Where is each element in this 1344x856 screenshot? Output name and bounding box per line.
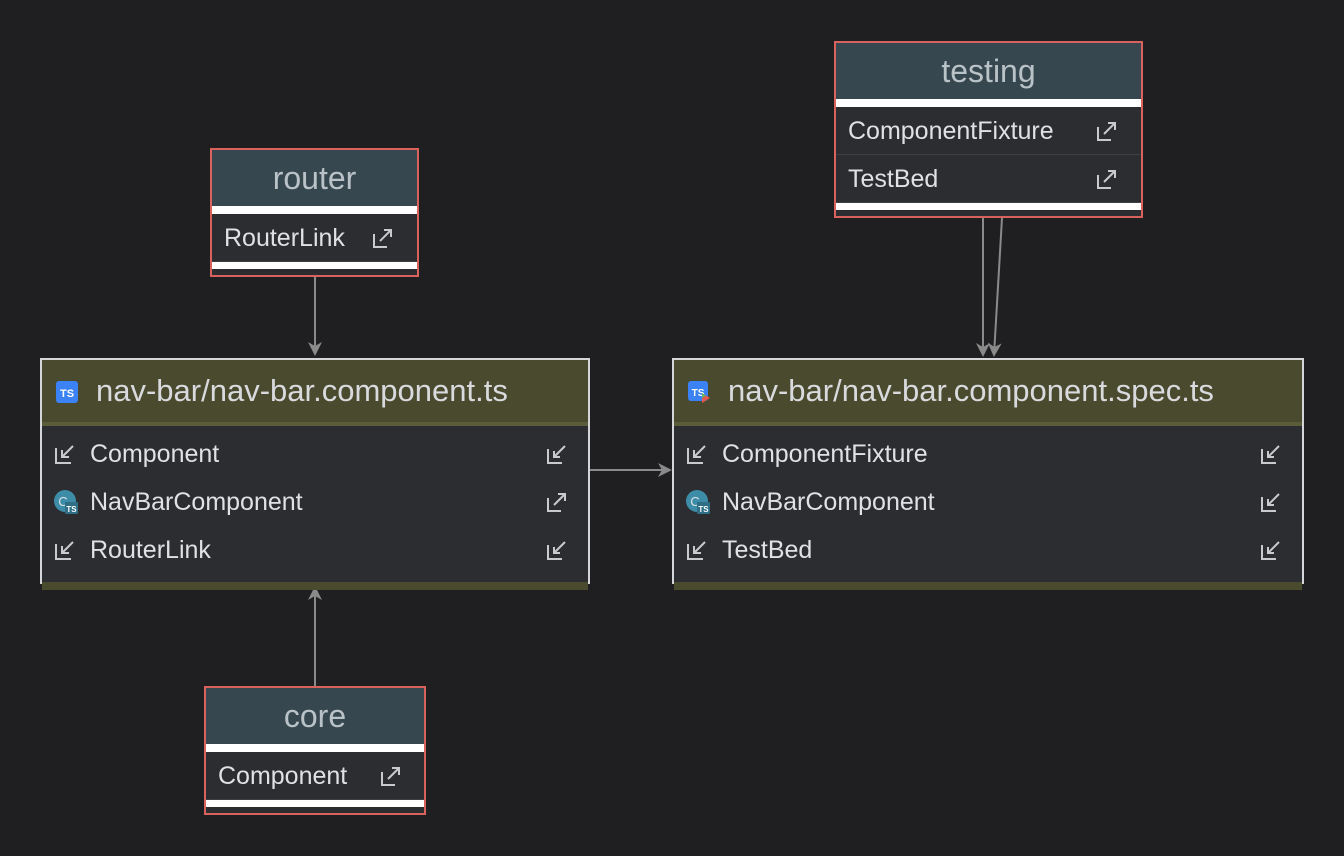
testing-module-node[interactable]: testing ComponentFixture TestBed (834, 41, 1143, 218)
svg-text:C: C (58, 494, 67, 509)
svg-text:TS: TS (60, 388, 74, 400)
spec-item-testbed[interactable]: TestBed (674, 526, 1302, 574)
component-file-title: nav-bar/nav-bar.component.ts (96, 373, 508, 408)
import-arrow-icon (55, 541, 74, 560)
item-label: NavBarComponent (722, 488, 935, 516)
core-module-title: core (206, 688, 424, 744)
testing-module-title: testing (836, 43, 1141, 99)
item-label: ComponentFixture (848, 117, 1054, 145)
export-arrow-icon (381, 767, 400, 786)
item-label: TestBed (848, 165, 939, 193)
testing-item-componentfixture[interactable]: ComponentFixture (836, 107, 1141, 155)
svg-text:TS: TS (66, 505, 77, 514)
item-label: NavBarComponent (90, 488, 303, 516)
import-arrow-icon (547, 445, 566, 464)
router-module-node[interactable]: router RouterLink (210, 148, 419, 277)
router-item-routerlink[interactable]: RouterLink (212, 214, 417, 262)
component-item-routerlink[interactable]: RouterLink (42, 526, 588, 574)
typescript-class-icon: CTS (686, 490, 710, 514)
export-arrow-icon (373, 229, 392, 248)
export-arrow-icon (1097, 122, 1116, 141)
svg-text:TS: TS (692, 388, 705, 399)
node-footer (836, 203, 1141, 210)
typescript-class-icon: CTS (54, 490, 78, 514)
import-arrow-icon (1261, 445, 1280, 464)
node-footer (42, 582, 588, 590)
import-arrow-icon (1261, 493, 1280, 512)
item-label: Component (90, 440, 220, 468)
core-item-component[interactable]: Component (206, 752, 424, 800)
import-arrow-icon (1261, 541, 1280, 560)
import-arrow-icon (547, 541, 566, 560)
component-item-component[interactable]: Component (42, 430, 588, 478)
core-module-node[interactable]: core Component (204, 686, 426, 815)
edge-testing-testbed-to-spec (987, 217, 1003, 357)
item-label: Component (218, 762, 348, 790)
spec-file-title: nav-bar/nav-bar.component.spec.ts (728, 373, 1214, 408)
import-arrow-icon (55, 445, 74, 464)
testing-item-testbed[interactable]: TestBed (836, 155, 1141, 203)
svg-text:TS: TS (698, 505, 709, 514)
node-footer (674, 582, 1302, 590)
header-separator (206, 744, 424, 752)
router-module-title: router (212, 150, 417, 206)
item-label: RouterLink (224, 224, 345, 252)
import-arrow-icon (687, 445, 706, 464)
item-label: RouterLink (90, 536, 211, 564)
svg-text:C: C (690, 494, 699, 509)
spec-file-node[interactable]: TS nav-bar/nav-bar.component.spec.ts Com… (672, 358, 1304, 590)
item-label: TestBed (722, 536, 813, 564)
spec-item-componentfixture[interactable]: ComponentFixture (674, 430, 1302, 478)
export-arrow-icon (547, 493, 566, 512)
node-footer (212, 262, 417, 269)
component-file-header: TS nav-bar/nav-bar.component.ts (42, 360, 588, 426)
export-arrow-icon (1097, 170, 1116, 189)
component-file-node[interactable]: TS nav-bar/nav-bar.component.ts Componen… (40, 358, 590, 590)
node-footer (206, 800, 424, 807)
header-separator (212, 206, 417, 214)
typescript-test-file-icon: TS (688, 381, 710, 403)
header-separator (836, 99, 1141, 107)
import-arrow-icon (687, 541, 706, 560)
spec-file-header: TS nav-bar/nav-bar.component.spec.ts (674, 360, 1302, 426)
typescript-file-icon: TS (56, 381, 78, 403)
item-label: ComponentFixture (722, 440, 928, 468)
